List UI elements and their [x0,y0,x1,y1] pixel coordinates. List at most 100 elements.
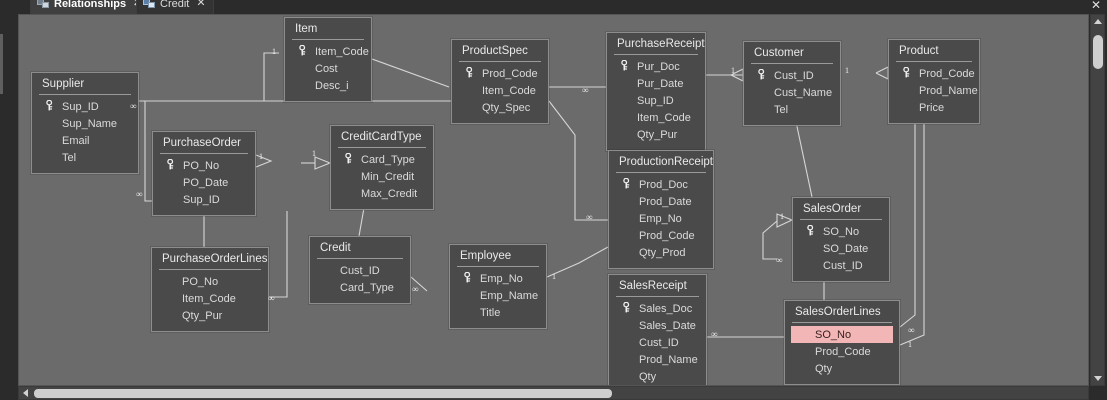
edge-marker [0,34,3,94]
title-divider [160,153,248,154]
field-row[interactable]: SO_No [793,223,889,240]
field-row[interactable]: Card_Type [331,151,433,168]
field-row[interactable]: Item_Code [285,43,371,60]
field-row[interactable]: Emp_No [450,270,546,287]
scroll-left-arrow-icon[interactable] [19,387,32,399]
field-row[interactable]: Sup_ID [607,92,705,109]
field-row[interactable]: Sales_Doc [609,300,706,317]
field-row[interactable]: Desc_i [285,77,371,94]
field-row[interactable]: Tel [744,101,840,118]
field-label: Min_Credit [361,170,415,183]
field-label: Cust_ID [340,264,380,277]
field-row[interactable]: Title [450,304,546,321]
field-row[interactable]: PO_No [152,273,268,290]
field-row[interactable]: Qty_Pur [607,126,705,143]
field-row[interactable]: PO_No [153,157,255,174]
field-row[interactable]: Max_Credit [331,185,433,202]
field-row[interactable]: SO_Date [793,240,889,257]
field-label: Sup_ID [637,94,674,107]
primary-key-icon [344,153,353,164]
field-row[interactable]: Item_Code [152,290,268,307]
field-row[interactable]: Sup_ID [153,191,255,208]
field-row[interactable]: Price [889,99,979,116]
horizontal-scrollbar[interactable] [18,386,1089,400]
field-row[interactable]: Qty_Prod [609,244,713,261]
field-row[interactable]: Cost [285,60,371,77]
field-row[interactable]: Cust_ID [744,67,840,84]
field-row[interactable]: Prod_Code [609,227,713,244]
tab-relationships[interactable]: Relationships ✕ [30,0,151,14]
tab-credit[interactable]: Credit ✕ [136,0,214,14]
cardinality-marker-one: 1 [845,66,849,75]
field-row[interactable]: Cust_ID [310,262,410,279]
field-row[interactable]: Cust_ID [609,334,706,351]
field-label: Qty_Pur [182,309,223,322]
field-row[interactable]: Sup_Name [32,115,138,132]
field-row[interactable]: Prod_Name [609,351,706,368]
field-row[interactable]: Email [32,132,138,149]
field-label: Qty [815,362,833,375]
field-row[interactable]: Prod_Name [889,82,979,99]
field-row[interactable]: Cust_ID [793,257,889,274]
tab-credit-close-icon[interactable]: ✕ [196,0,206,9]
field-row[interactable]: Qty [785,360,899,377]
field-row[interactable]: Sales_Date [609,317,706,334]
cardinality-marker-many: ∞ [412,284,419,294]
field-row[interactable]: Card_Type [310,279,410,296]
field-row[interactable]: Prod_Code [452,65,548,82]
field-row[interactable]: Qty_Spec [452,99,548,116]
field-label: Prod_Code [639,229,695,242]
vertical-scroll-thumb[interactable] [1093,35,1103,69]
field-row[interactable]: Emp_Name [450,287,546,304]
field-row[interactable]: Qty [609,368,706,385]
field-label: Qty_Spec [482,101,531,114]
field-row[interactable]: Qty_Pur [152,307,268,324]
field-row[interactable]: Cust_Name [744,84,840,101]
entity-table-title: SalesOrder [803,203,862,215]
cardinality-marker-many: ∞ [136,189,143,199]
field-row[interactable]: Item_Code [607,109,705,126]
field-row[interactable]: Sup_ID [32,98,138,115]
field-row[interactable]: Tel [32,149,138,166]
field-row[interactable]: Item_Code [452,82,548,99]
field-row[interactable]: Emp_No [609,210,713,227]
field-label: Emp_Name [480,289,539,302]
field-row[interactable]: Prod_Code [785,343,899,360]
field-row[interactable]: Prod_Date [609,193,713,210]
close-icon[interactable]: ✕ [1090,0,1102,12]
field-label: PO_No [182,275,219,288]
field-row[interactable]: Prod_Code [889,65,979,82]
vertical-scrollbar[interactable] [1090,14,1105,386]
field-row[interactable]: Pur_Date [607,75,705,92]
field-row[interactable]: Prod_Doc [609,176,713,193]
field-label: Prod_Name [919,84,978,97]
scroll-down-arrow-icon[interactable] [1091,372,1104,385]
horizontal-scroll-thumb[interactable] [34,389,612,398]
scroll-up-arrow-icon[interactable] [1091,15,1104,28]
field-row[interactable]: PO_Date [153,174,255,191]
field-row[interactable]: Min_Credit [331,168,433,185]
field-row[interactable]: Pur_Doc [607,58,705,75]
field-label: Email [62,134,90,147]
cardinality-marker-many: ∞ [776,255,783,265]
entity-table-title: Credit [320,242,351,254]
field-row[interactable]: SO_No [791,326,893,343]
